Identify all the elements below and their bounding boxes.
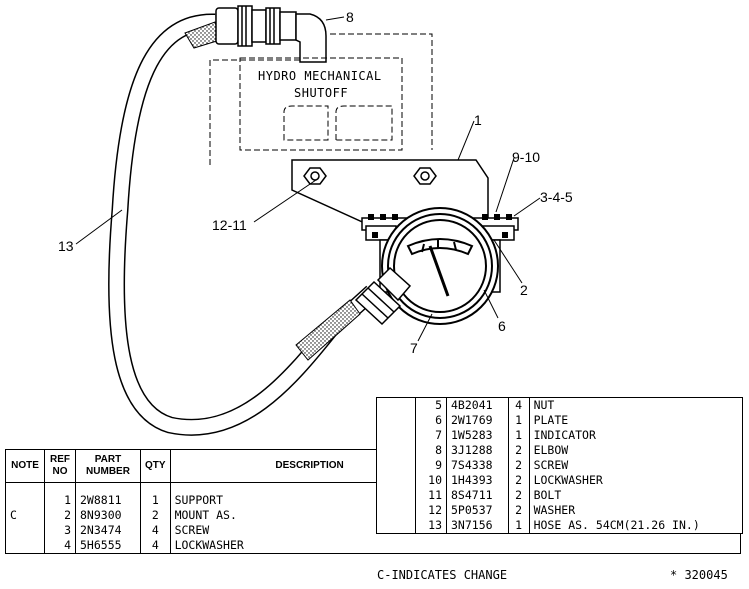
callout-12-11: 12-11 bbox=[212, 217, 247, 233]
header-qty: QTY bbox=[140, 449, 171, 483]
elbow-fitting bbox=[215, 5, 327, 63]
callout-2: 2 bbox=[520, 282, 528, 298]
callout-9-10: 9-10 bbox=[512, 149, 540, 165]
gauge-fitting bbox=[354, 266, 412, 326]
header-note: NOTE bbox=[5, 449, 45, 483]
hose-braid-bottom bbox=[295, 299, 361, 361]
document-number: * 320045 bbox=[670, 568, 728, 582]
leader-lines bbox=[75, 16, 541, 342]
callout-7: 7 bbox=[410, 340, 418, 356]
shutoff-label-line2: SHUTOFF bbox=[294, 86, 348, 100]
plate-bolts bbox=[368, 214, 512, 238]
callout-3-4-5: 3-4-5 bbox=[540, 189, 573, 205]
callout-6: 6 bbox=[498, 318, 506, 334]
hose-assembly bbox=[108, 13, 378, 436]
callout-13: 13 bbox=[58, 238, 74, 254]
callout-8: 8 bbox=[346, 9, 354, 25]
callout-1: 1 bbox=[474, 112, 482, 128]
change-note: C-INDICATES CHANGE bbox=[377, 568, 508, 582]
shutoff-label-line1: HYDRO MECHANICAL bbox=[258, 69, 382, 83]
table-row: 4 5H6555 4 LOCKWASHER bbox=[5, 538, 741, 554]
indicator-gauge bbox=[381, 207, 499, 325]
shutoff-outline bbox=[209, 33, 433, 165]
table-row: 3 2N3474 4 SCREW bbox=[5, 523, 741, 538]
